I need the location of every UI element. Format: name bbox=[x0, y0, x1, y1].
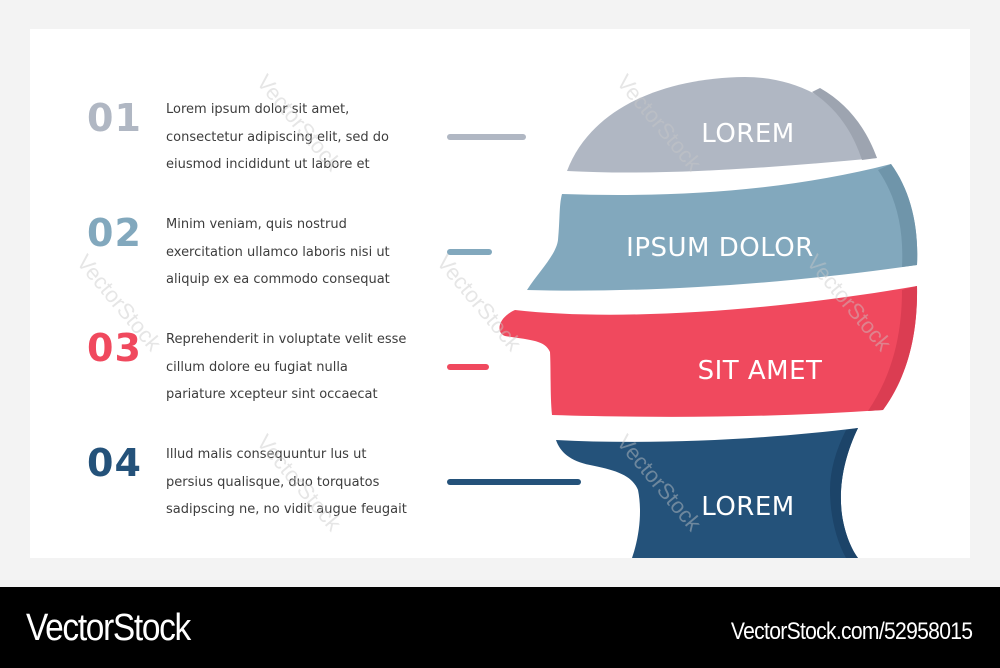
step-number: 03 bbox=[87, 326, 142, 370]
step-description: Minim veniam, quis nostrud exercitation … bbox=[166, 217, 390, 287]
band-label-1: LOREM bbox=[701, 119, 794, 149]
footer-bar: VectorStock VectorStock.com/52958015 bbox=[0, 587, 1000, 668]
image-reference: VectorStock.com/52958015 bbox=[730, 618, 973, 645]
band-label-4: LOREM bbox=[701, 492, 794, 522]
head-band-3: SIT AMET bbox=[499, 286, 918, 417]
step-description: Lorem ipsum dolor sit amet, consectetur … bbox=[166, 102, 389, 172]
step-description: Illud malis consequuntur lus ut persius … bbox=[166, 447, 407, 517]
band-label-2: IPSUM DOLOR bbox=[626, 233, 814, 263]
head-band-2: IPSUM DOLOR bbox=[527, 164, 918, 291]
head-band-1: LOREM bbox=[567, 77, 877, 173]
step-description: Reprehenderit in voluptate velit esse ci… bbox=[166, 332, 407, 402]
step-number: 04 bbox=[87, 441, 142, 485]
head-band-4: LOREM bbox=[556, 428, 858, 558]
step-number: 01 bbox=[87, 96, 142, 140]
brand-logo: VectorStock bbox=[26, 607, 191, 649]
band-label-3: SIT AMET bbox=[698, 356, 823, 386]
step-number: 02 bbox=[87, 211, 142, 255]
